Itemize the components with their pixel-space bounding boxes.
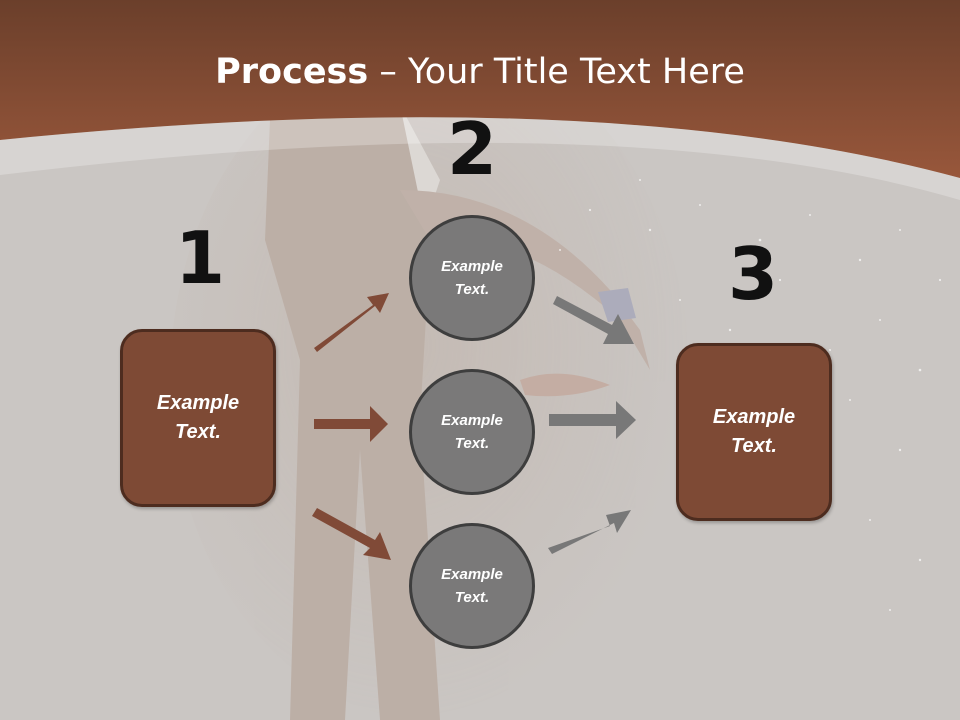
arrow-to-top-circle <box>314 293 389 352</box>
left-box: Example Text. <box>120 329 276 507</box>
title-rest: Your Title Text Here <box>407 52 745 92</box>
speckles <box>559 179 942 611</box>
title-dash: – <box>368 52 408 92</box>
middle-circle-label: Example Text. <box>441 412 503 452</box>
bottom-circle: Example Text. <box>409 523 535 649</box>
top-circle: Example Text. <box>409 215 535 341</box>
top-circle-label: Example Text. <box>441 258 503 298</box>
middle-circle: Example Text. <box>409 369 535 495</box>
step-number-3: 3 <box>727 232 779 316</box>
arrow-top-to-box <box>553 296 634 344</box>
left-box-label: Example Text. <box>156 392 240 443</box>
arrow-to-bottom-circle <box>312 508 391 560</box>
arrows-grey <box>548 296 636 554</box>
right-box: Example Text. <box>676 343 832 521</box>
header-band <box>0 0 960 178</box>
title-bold: Process <box>215 52 369 92</box>
arrow-bottom-to-box <box>548 510 631 554</box>
header-swoosh <box>0 117 960 200</box>
step-number-1: 1 <box>174 216 226 300</box>
bottom-circle-label: Example Text. <box>441 566 503 606</box>
arrow-middle-to-box <box>549 401 636 439</box>
page-title: Process – Your Title Text Here <box>0 52 960 92</box>
arrow-to-middle-circle <box>314 406 388 442</box>
right-box-label: Example Text. <box>712 406 796 457</box>
step-number-2: 2 <box>446 107 498 191</box>
arrows-brown <box>312 293 391 560</box>
